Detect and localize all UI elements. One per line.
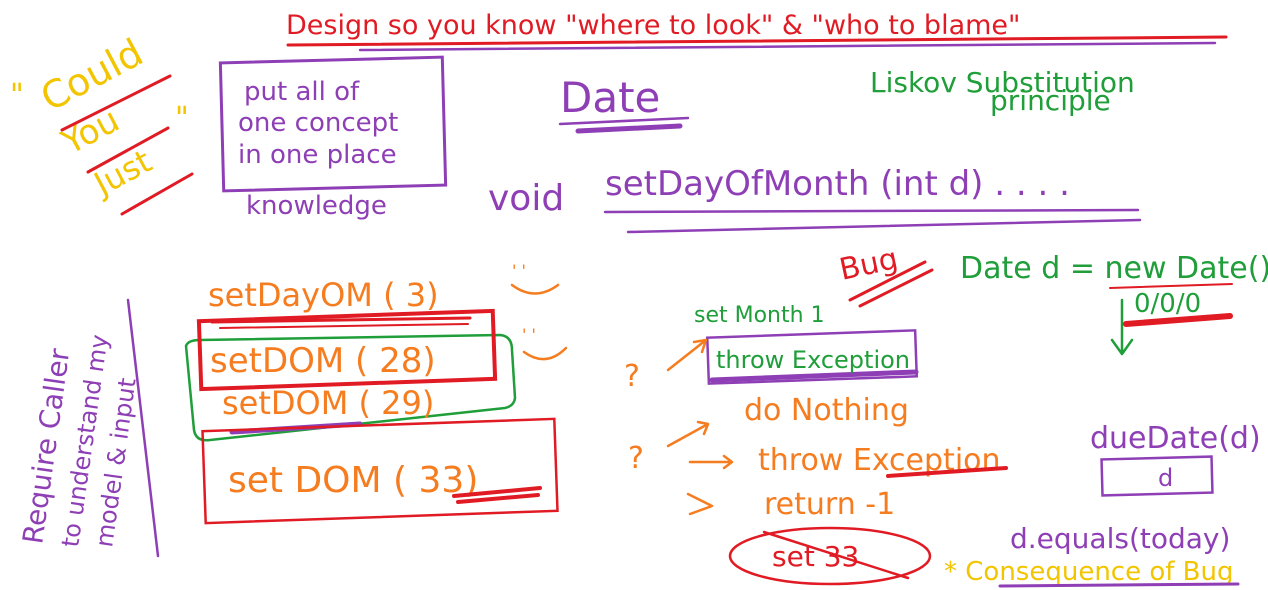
arrow-to-throw-option bbox=[688, 454, 734, 470]
call-33-scribble bbox=[452, 486, 542, 504]
require-caller-bar bbox=[126, 298, 160, 558]
date-new-statement: Date d = new Date(); bbox=[960, 251, 1268, 286]
question-mark: ? bbox=[628, 441, 644, 476]
d-box-label: d bbox=[1158, 464, 1173, 492]
could-strike-3 bbox=[120, 172, 194, 216]
d-box bbox=[1100, 455, 1214, 497]
could-strike-2 bbox=[86, 126, 170, 174]
concept-line1: put all of bbox=[244, 77, 360, 107]
smiley-icon: ' ' bbox=[522, 325, 568, 361]
could-close-quote: " bbox=[175, 101, 189, 136]
set33-strike bbox=[762, 530, 910, 580]
call-setdom-28: setDOM ( 28) bbox=[210, 341, 436, 381]
signature-underline-1 bbox=[603, 208, 1140, 214]
call-3-underline bbox=[210, 316, 472, 324]
consequence-label: * Consequence of Bug bbox=[944, 557, 1234, 587]
date-underline-2 bbox=[575, 123, 683, 134]
board-title: Design so you know "where to look" & "wh… bbox=[286, 10, 1020, 41]
consequence-underline bbox=[998, 582, 1240, 588]
could-open-quote: " bbox=[10, 78, 24, 113]
signature-method: setDayOfMonth (int d) . . . . bbox=[605, 164, 1070, 204]
liskov-line2: principle bbox=[990, 84, 1111, 117]
call-33-box bbox=[201, 417, 559, 525]
exception-underline bbox=[886, 466, 1008, 478]
throw-exception-box bbox=[705, 329, 919, 385]
date-underline-1 bbox=[558, 116, 690, 126]
zero-date: 0/0/0 bbox=[1134, 289, 1201, 319]
zero-date-underline bbox=[1123, 313, 1233, 327]
set33-struck: set 33 bbox=[772, 540, 859, 573]
arrow-to-return bbox=[686, 492, 714, 516]
date-heading: Date bbox=[560, 73, 660, 122]
could-you-just-line3: Just bbox=[86, 142, 158, 204]
throw-exception-label: throw Exception bbox=[716, 346, 910, 374]
svg-text:' ': ' ' bbox=[512, 261, 526, 280]
liskov-line1: Liskov Substitution bbox=[870, 66, 1135, 99]
signature-underline-2 bbox=[626, 218, 1142, 234]
call-3-underline-2 bbox=[219, 323, 469, 329]
concept-box bbox=[218, 55, 448, 193]
question-mark: ? bbox=[624, 359, 640, 394]
due-date-call: dueDate(d) bbox=[1090, 421, 1261, 456]
smiley-icon: ' ' bbox=[510, 261, 560, 295]
knowledge-label: knowledge bbox=[246, 191, 387, 221]
call-28-box bbox=[196, 308, 498, 392]
call-setdom-29: setDOM ( 29) bbox=[222, 384, 434, 422]
throw-exception-box-shade bbox=[709, 369, 919, 383]
could-you-just-line1: Could bbox=[34, 30, 150, 120]
call-setdom-33: set DOM ( 33) bbox=[228, 460, 478, 501]
arrow-to-throw bbox=[666, 338, 708, 372]
option-return: return -1 bbox=[764, 487, 895, 522]
date-new-underline bbox=[1109, 283, 1233, 289]
d-equals-today: d.equals(today) bbox=[1010, 522, 1230, 555]
down-arrow-icon bbox=[1110, 298, 1134, 356]
set33-ellipse bbox=[728, 526, 932, 586]
bug-label: Bug bbox=[836, 241, 901, 287]
title-purple-line bbox=[358, 41, 1217, 52]
option-do-nothing: do Nothing bbox=[744, 393, 909, 428]
signature-void: void bbox=[488, 178, 564, 219]
call-setdom-3: setDayOM ( 3) bbox=[208, 276, 439, 314]
svg-text:' ': ' ' bbox=[522, 325, 536, 344]
set-month-label: set Month 1 bbox=[694, 303, 825, 328]
arrow-to-do-nothing bbox=[666, 420, 710, 448]
concept-line2: one concept bbox=[238, 108, 398, 138]
title-underline bbox=[286, 35, 1228, 47]
bug-scribble bbox=[848, 260, 934, 308]
could-strike-1 bbox=[60, 74, 172, 132]
concept-line3: in one place bbox=[238, 140, 397, 170]
